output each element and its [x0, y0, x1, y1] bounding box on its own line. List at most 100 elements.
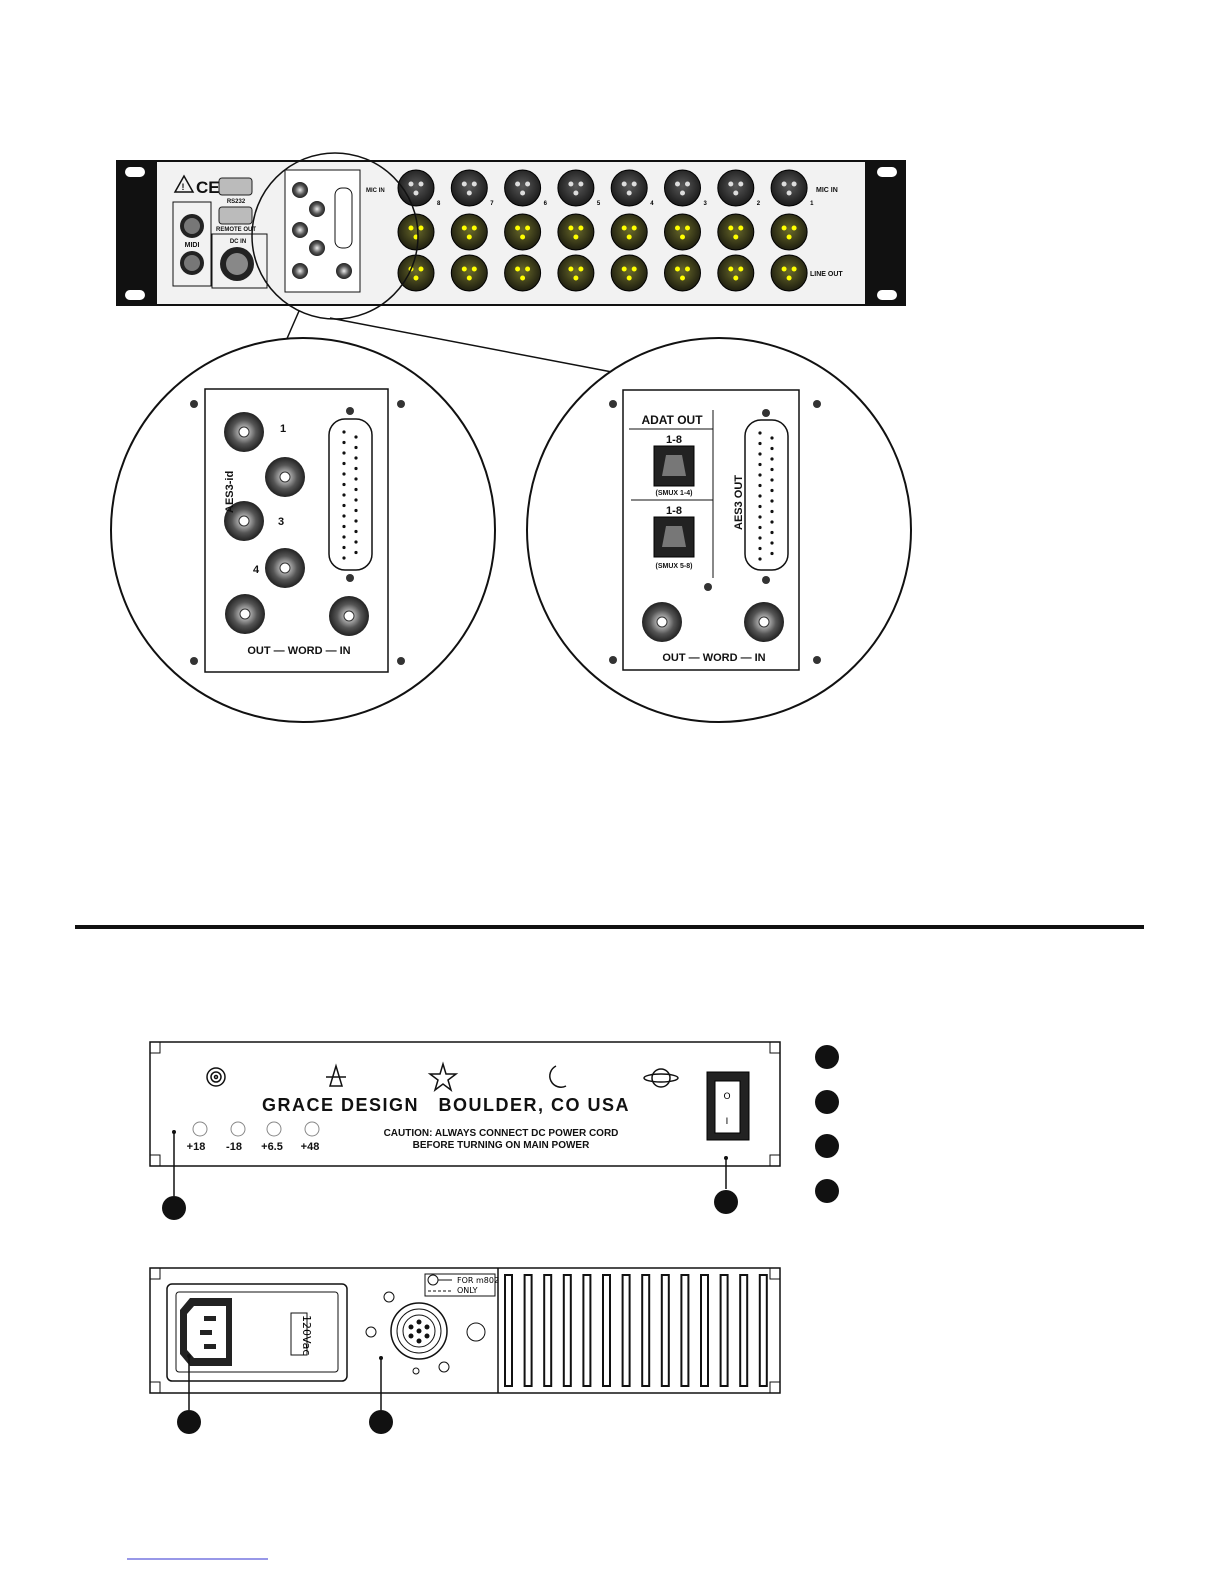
- bnc-word-out[interactable]: [225, 594, 265, 634]
- caution-line-2: BEFORE TURNING ON MAIN POWER: [413, 1140, 590, 1151]
- mini-bnc: [292, 222, 308, 238]
- bnc-word-in-right[interactable]: [744, 602, 784, 642]
- screw: [813, 400, 821, 408]
- dc-out-connector[interactable]: [390, 1302, 448, 1360]
- bnc-word-out-right[interactable]: [642, 602, 682, 642]
- ce-mark: CE: [196, 178, 220, 197]
- xlr-mic-in-ch-8[interactable]: [397, 169, 435, 207]
- mic-in-left-label: MIC IN: [366, 188, 385, 194]
- power-switch[interactable]: O I: [706, 1071, 750, 1141]
- led-48: [304, 1121, 320, 1137]
- bnc-aes-2[interactable]: [265, 457, 305, 497]
- xlr-mic-in-ch-7[interactable]: [450, 169, 488, 207]
- xlr-mic-in-ch-4[interactable]: [610, 169, 648, 207]
- spiral-icon: [206, 1067, 226, 1087]
- bnc-aes-4[interactable]: [265, 548, 305, 588]
- adat-port2-smux: (SMUX 5-8): [656, 563, 693, 570]
- db25-pin: [770, 509, 774, 514]
- callout-marker: [162, 1196, 186, 1220]
- channel-number: 5: [597, 201, 601, 207]
- mount-hole: [412, 1367, 420, 1375]
- mic-in-right-label: MIC IN: [816, 187, 838, 194]
- voltage-window: [290, 1312, 308, 1356]
- channel-number: 6: [544, 201, 548, 207]
- rack-hole: [125, 290, 145, 300]
- db25-pin: [770, 467, 774, 472]
- psu-corner-detail: [150, 1042, 780, 1166]
- xlr-mic-in-ch-2[interactable]: [717, 169, 755, 207]
- db25-connector-right[interactable]: [744, 419, 789, 571]
- heatsink-fin-gap: [623, 1276, 629, 1385]
- db25-pin: [770, 530, 774, 535]
- db25-pin: [770, 499, 774, 503]
- heatsink-fin-gap: [584, 1276, 590, 1385]
- db25-pin: [342, 514, 346, 518]
- xlr-insert-ch-3[interactable]: [664, 213, 701, 251]
- heatsink-fins: [504, 1274, 768, 1387]
- db25-pin: [354, 487, 358, 492]
- xlr-mic-in-ch-3[interactable]: [664, 169, 701, 207]
- xlr-line-out-ch-3[interactable]: [664, 254, 701, 292]
- iec-pin: [204, 1316, 216, 1321]
- led-label-2: +6.5: [261, 1141, 283, 1153]
- db25-connector-left[interactable]: [328, 418, 373, 571]
- xlr-line-out-ch-8[interactable]: [397, 254, 435, 292]
- db25-pin: [342, 503, 346, 508]
- xlr-line-out-ch-7[interactable]: [450, 254, 488, 292]
- warning-mark: !: [182, 182, 185, 192]
- db25-pin: [758, 473, 762, 477]
- xlr-insert-ch-2[interactable]: [717, 213, 755, 251]
- xlr-line-out-ch-4[interactable]: [610, 254, 648, 292]
- midi-panel: [172, 201, 212, 287]
- db25-pin: [354, 498, 358, 502]
- xlr-line-out-ch-6[interactable]: [504, 254, 542, 292]
- xlr-insert-ch-1[interactable]: [770, 213, 808, 251]
- bnc-aes-1[interactable]: [224, 412, 264, 452]
- xlr-insert-ch-7[interactable]: [450, 213, 488, 251]
- word-clock-label: OUT — WORD — IN: [247, 645, 350, 657]
- xlr-mic-in-ch-5[interactable]: [557, 169, 595, 207]
- bnc-word-in[interactable]: [329, 596, 369, 636]
- xlr-mic-in-ch-1[interactable]: [770, 169, 808, 207]
- rack-hole: [877, 290, 897, 300]
- heatsink-fin-gap: [702, 1276, 707, 1385]
- heatsink-fin-gap: [564, 1276, 570, 1385]
- led-label-0: +18: [187, 1141, 206, 1153]
- mini-bnc: [292, 182, 308, 198]
- remote-out-label: REMOTE OUT: [216, 227, 256, 233]
- midi-in-socket: [184, 218, 200, 234]
- xlr-insert-ch-4[interactable]: [610, 213, 648, 251]
- voltage-label: 120Vac: [300, 1315, 313, 1355]
- bnc-aes-3[interactable]: [224, 501, 264, 541]
- db25-pin: [354, 508, 358, 513]
- db25-pin: [770, 488, 774, 493]
- adat-port1-range: 1-8: [666, 434, 682, 446]
- midi-out-socket: [184, 255, 200, 271]
- rs232-port[interactable]: [218, 177, 253, 196]
- dc-in-label: DC IN: [230, 239, 246, 245]
- xlr-line-out-ch-2[interactable]: [717, 254, 755, 292]
- remote-out-port[interactable]: [218, 206, 253, 225]
- mount-hole: [438, 1361, 450, 1373]
- moon-icon: [549, 1065, 567, 1088]
- mini-bnc: [292, 263, 308, 279]
- xlr-line-out-ch-5[interactable]: [557, 254, 595, 292]
- db25-pin: [354, 529, 358, 534]
- db25-pin: [342, 524, 346, 529]
- psu-rear-panel: 120Vac FOR m802 ONLY: [149, 1267, 781, 1434]
- db25-pin: [342, 535, 346, 539]
- xlr-insert-ch-5[interactable]: [557, 213, 595, 251]
- xlr-mic-in-ch-6[interactable]: [504, 169, 542, 207]
- mini-bnc: [309, 201, 325, 217]
- db25-pin: [758, 525, 762, 530]
- xlr-insert-ch-6[interactable]: [504, 213, 542, 251]
- xlr-line-out-ch-1[interactable]: [770, 254, 808, 292]
- detail-aes3id: 1 3 4 AES3-id OUT — WORD — IN: [110, 337, 496, 723]
- heatsink-fin-gap: [525, 1276, 531, 1385]
- xlr-insert-ch-8[interactable]: [397, 213, 435, 251]
- mini-db25: [334, 187, 353, 249]
- mount-hole: [365, 1326, 377, 1338]
- iec-pin: [200, 1330, 212, 1335]
- db25-pin: [758, 431, 762, 435]
